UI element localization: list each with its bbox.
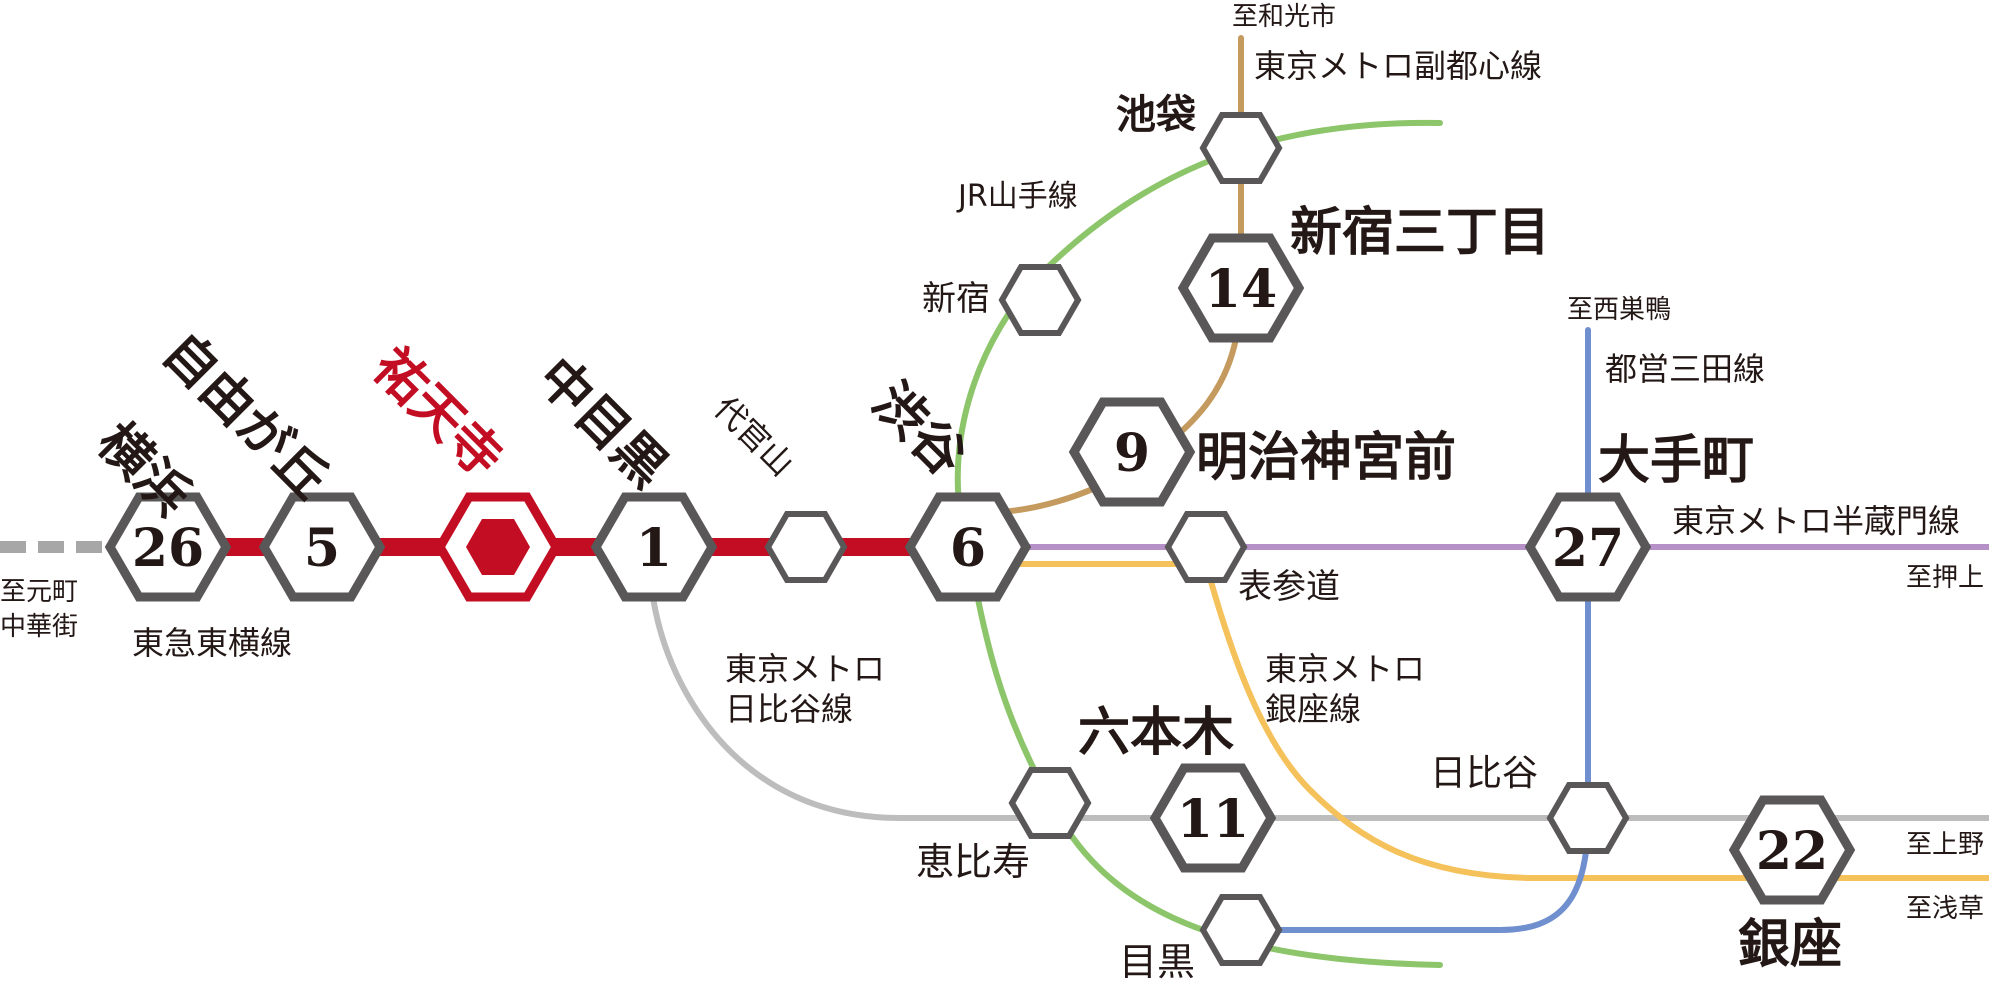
label-shinjuku-sanchome: 新宿三丁目 [1290, 202, 1550, 263]
label-otemachi: 大手町 [1598, 430, 1754, 491]
ginza-line [997, 561, 1989, 881]
direction-wakoshi: 至和光市 [1232, 2, 1336, 32]
label-ikebukuro: 池袋 [1116, 91, 1196, 138]
current-station-icon [466, 519, 530, 575]
minutes-roppongi: 11 [1177, 789, 1249, 850]
label-mita: 都営三田線 [1605, 350, 1765, 388]
label-hibiya: 日比谷 [1430, 753, 1538, 794]
label-omotesando: 表参道 [1238, 567, 1340, 607]
minutes-otemachi: 27 [1552, 518, 1624, 579]
minutes-shibuya: 6 [950, 518, 986, 579]
label-daikanyama: 代官山 [706, 389, 801, 484]
station-daikanyama[interactable] [764, 511, 848, 583]
direction-ueno: 至上野 [1906, 830, 1984, 860]
label-hanzomon: 東京メトロ半蔵門線 [1672, 502, 1960, 540]
label-nakameguro: 中目黒 [526, 346, 679, 499]
station-shibuya[interactable]: 6 [904, 492, 1032, 602]
station-hibiya[interactable] [1546, 782, 1630, 854]
minutes-yokohama: 26 [132, 518, 204, 579]
label-hibiya-line-2: 日比谷線 [725, 690, 853, 728]
station-jiyugaoka[interactable]: 5 [258, 492, 386, 602]
direction-asakusa: 至浅草 [1906, 894, 1984, 924]
station-yutenji[interactable] [434, 492, 562, 602]
label-meguro: 目黒 [1119, 940, 1195, 984]
direction-nishisugamo: 至西巣鴨 [1567, 295, 1671, 325]
mita-line [1237, 327, 1591, 933]
minutes-jiyugaoka: 5 [304, 518, 340, 579]
direction-motomachi-2: 中華街 [0, 612, 78, 642]
label-ginza: 銀座 [1738, 914, 1842, 975]
station-nakameguro[interactable]: 1 [590, 492, 718, 602]
label-ginza-line-1: 東京メトロ [1265, 650, 1425, 688]
minutes-meiji-jingumae: 9 [1114, 423, 1150, 484]
label-yutenji: 祐天寺 [361, 336, 514, 489]
direction-labels: 至元町 中華街 至和光市 至西巣鴨 至押上 至上野 至浅草 [0, 2, 1984, 924]
station-meiji-jingumae[interactable]: 9 [1068, 397, 1196, 507]
label-hibiya-line-1: 東京メトロ [725, 650, 885, 688]
label-shinjuku: 新宿 [922, 279, 990, 319]
direction-motomachi-1: 至元町 [0, 577, 78, 607]
station-omotesando[interactable] [1164, 511, 1248, 583]
station-ebisu[interactable] [1008, 767, 1092, 839]
line-labels: 東急東横線 JR山手線 東京メトロ副都心線 都営三田線 東京メトロ半蔵門線 東京… [132, 47, 1960, 728]
station-shinjuku-sanchome[interactable]: 14 [1177, 233, 1305, 343]
station-yokohama[interactable]: 26 [104, 492, 232, 602]
minutes-ginza: 22 [1756, 821, 1828, 882]
station-shinjuku[interactable] [998, 264, 1082, 336]
station-otemachi[interactable]: 27 [1524, 492, 1652, 602]
label-roppongi: 六本木 [1078, 702, 1234, 763]
minutes-shinjuku-sanchome: 14 [1205, 259, 1277, 320]
station-ikebukuro[interactable] [1199, 112, 1283, 184]
label-ebisu: 恵比寿 [916, 840, 1030, 884]
label-ginza-line-2: 銀座線 [1265, 690, 1361, 728]
label-meiji-jingumae: 明治神宮前 [1196, 427, 1456, 488]
station-roppongi[interactable]: 11 [1149, 763, 1277, 873]
minutes-nakameguro: 1 [636, 518, 672, 579]
direction-oshiage: 至押上 [1906, 563, 1984, 593]
label-tokyu-toyoko: 東急東横線 [132, 624, 292, 662]
station-meguro[interactable] [1199, 894, 1283, 966]
label-yamanote: JR山手線 [956, 179, 1078, 214]
station-ginza[interactable]: 22 [1728, 795, 1856, 905]
label-fukutoshin: 東京メトロ副都心線 [1254, 47, 1542, 85]
